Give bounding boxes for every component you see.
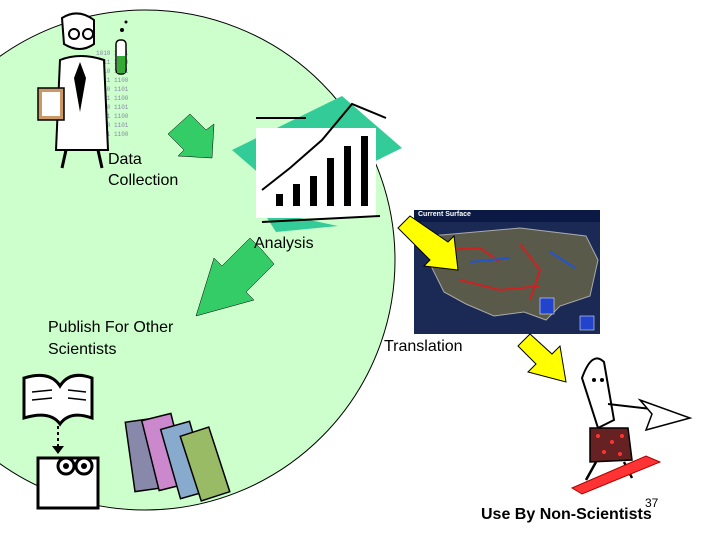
svg-text:0011 1100: 0011 1100 [96,77,129,84]
svg-text:1010 1101: 1010 1101 [96,68,129,75]
arrow-analysis-to-translation [397,215,459,271]
publish-label-line1: Publish For Other [48,319,174,336]
arrow-translation-to-use [517,333,567,383]
svg-text:1010 1101: 1010 1101 [96,122,129,129]
svg-text:1010 1101: 1010 1101 [96,104,129,111]
arrow-analysis-to-publish [195,237,275,317]
page-number: 37 [645,496,659,510]
reader-icon [36,456,100,510]
analysis-label: Analysis [254,235,314,252]
scientist-icon: 1010 1101 0011 1100 1010 1101 0011 1100 10… [37,12,129,169]
translation-label: Translation [384,338,463,355]
use-by-label: Use By Non-Scientists [481,506,652,523]
svg-text:1010 1101: 1010 1101 [96,50,129,57]
weather-map-image [414,210,600,334]
publish-label-line2: Scientists [48,341,117,358]
books-icon [124,412,231,502]
svg-text:0011 1100: 0011 1100 [96,59,129,66]
data-collection-label-line1: Data [108,151,142,168]
surfer-icon [570,357,693,495]
svg-text:1010 1101: 1010 1101 [96,86,129,93]
svg-text:0011 1100: 0011 1100 [96,95,129,102]
svg-text:0011 1100: 0011 1100 [96,113,129,120]
map-title: Current Surface [418,211,471,218]
data-collection-label-line2: Collection [108,172,179,189]
svg-text:0011 1100: 0011 1100 [96,131,129,138]
book-icon [22,373,94,454]
chart-icon [232,96,402,232]
arrow-collection-to-analysis [167,113,215,159]
